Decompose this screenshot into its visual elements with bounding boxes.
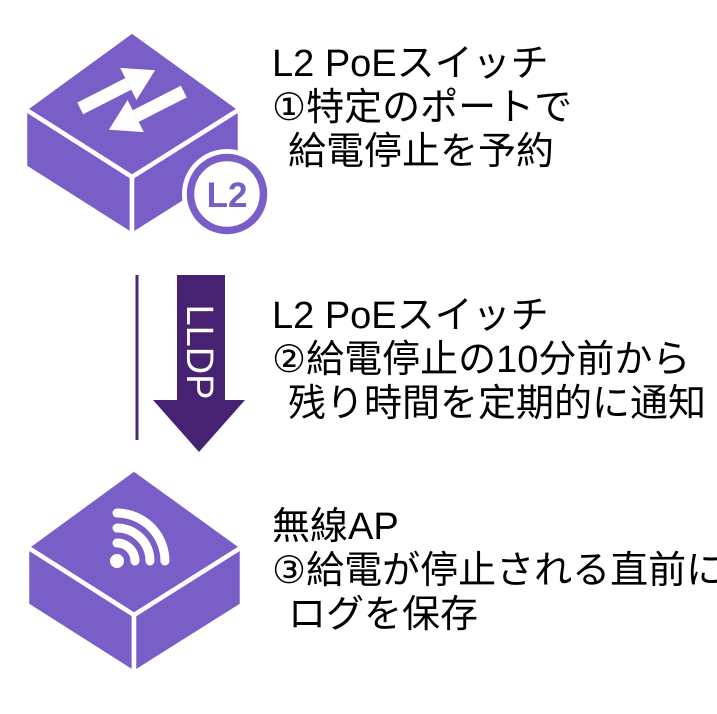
step2-line2: 残り時間を定期的に通知 xyxy=(288,383,707,425)
down-arrow-shape xyxy=(153,275,245,452)
badge-label: L2 xyxy=(207,176,248,215)
step3-line2: ログを保存 xyxy=(288,594,479,636)
step3-title: 無線AP xyxy=(272,506,399,548)
isometric-box xyxy=(24,466,245,676)
arrow-down-head xyxy=(108,100,144,133)
wifi-dot xyxy=(110,554,124,568)
connector-line xyxy=(135,275,139,440)
l2-switch-icon: L2 xyxy=(22,28,272,239)
step2-text: L2 PoEスイッチ ②給電停止の10分前から 残り時間を定期的に通知 xyxy=(272,294,706,426)
step1-line1: ①特定のポートで xyxy=(272,87,573,129)
wireless-ap-icon xyxy=(24,466,245,676)
wifi-arc-large xyxy=(112,508,170,566)
step3-text: 無線AP ③給電が停止される直前に ログを保存 xyxy=(272,505,717,637)
step3-line1: ③給電が停止される直前に xyxy=(272,550,717,592)
isometric-box xyxy=(22,28,243,238)
step2-title: L2 PoEスイッチ xyxy=(272,295,549,337)
lldp-label: LLDP xyxy=(178,304,220,399)
badge-ring xyxy=(186,153,268,235)
step1-text: L2 PoEスイッチ ①特定のポートで 給電停止を予約 xyxy=(272,42,572,174)
step1-title: L2 PoEスイッチ xyxy=(272,43,549,85)
lldp-arrow-icon: LLDP xyxy=(135,275,245,452)
box-right-face xyxy=(129,106,243,238)
wifi-arc-small xyxy=(112,538,140,566)
arrow-up-shaft xyxy=(77,78,132,115)
step2-line1: ②給電停止の10分前から xyxy=(272,339,691,381)
step1-line2: 給電停止を予約 xyxy=(288,131,555,173)
l2-badge: L2 xyxy=(182,149,272,239)
wifi-icon xyxy=(110,508,170,568)
wifi-arc-medium xyxy=(112,523,155,566)
arrow-down-shaft xyxy=(132,85,187,122)
transfer-arrows-icon xyxy=(77,67,187,133)
box-right-face xyxy=(131,544,245,676)
arrow-up-head xyxy=(120,67,156,100)
